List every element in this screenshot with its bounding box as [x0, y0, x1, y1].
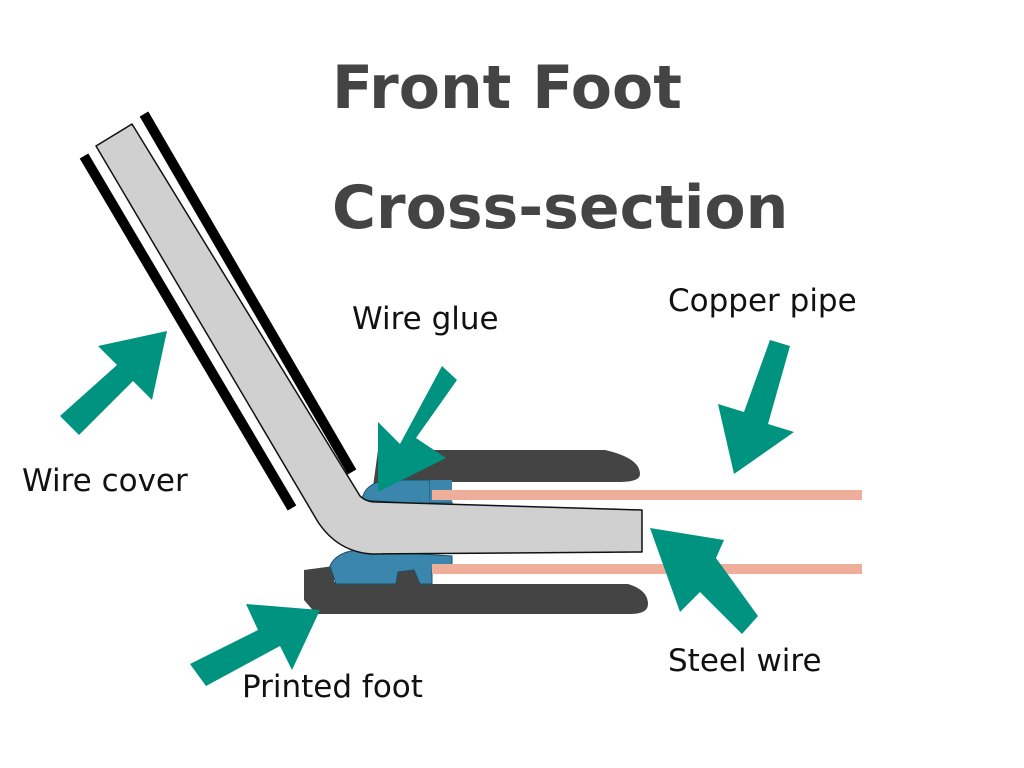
wire-glue-arrow	[378, 366, 457, 492]
wire-cover-inner-line	[139, 111, 357, 475]
diagram-title: Front Foot Cross-section	[332, 28, 952, 268]
printed-foot-arrow	[190, 604, 320, 686]
wire-cover-label: Wire cover	[22, 463, 188, 499]
steel-wire-arrow	[650, 528, 758, 634]
arrows	[60, 331, 794, 686]
wire-cover-arrow	[60, 331, 167, 435]
steel-wire-label: Steel wire	[668, 643, 822, 679]
wire-cover-outer-line	[79, 153, 297, 511]
copper-pipe-arrow	[718, 340, 794, 474]
wire-cover	[79, 111, 357, 511]
wire-glue-label: Wire glue	[352, 301, 499, 337]
title-line-2: Cross-section	[332, 173, 789, 243]
title-line-1: Front Foot	[332, 53, 682, 123]
printed-foot-label: Printed foot	[242, 669, 423, 705]
copper-pipe-bottom	[432, 564, 862, 574]
copper-pipe-label: Copper pipe	[668, 283, 857, 319]
printed-foot-bottom	[304, 566, 648, 614]
steel-wire	[95, 123, 643, 555]
copper-pipe-top	[432, 490, 862, 500]
